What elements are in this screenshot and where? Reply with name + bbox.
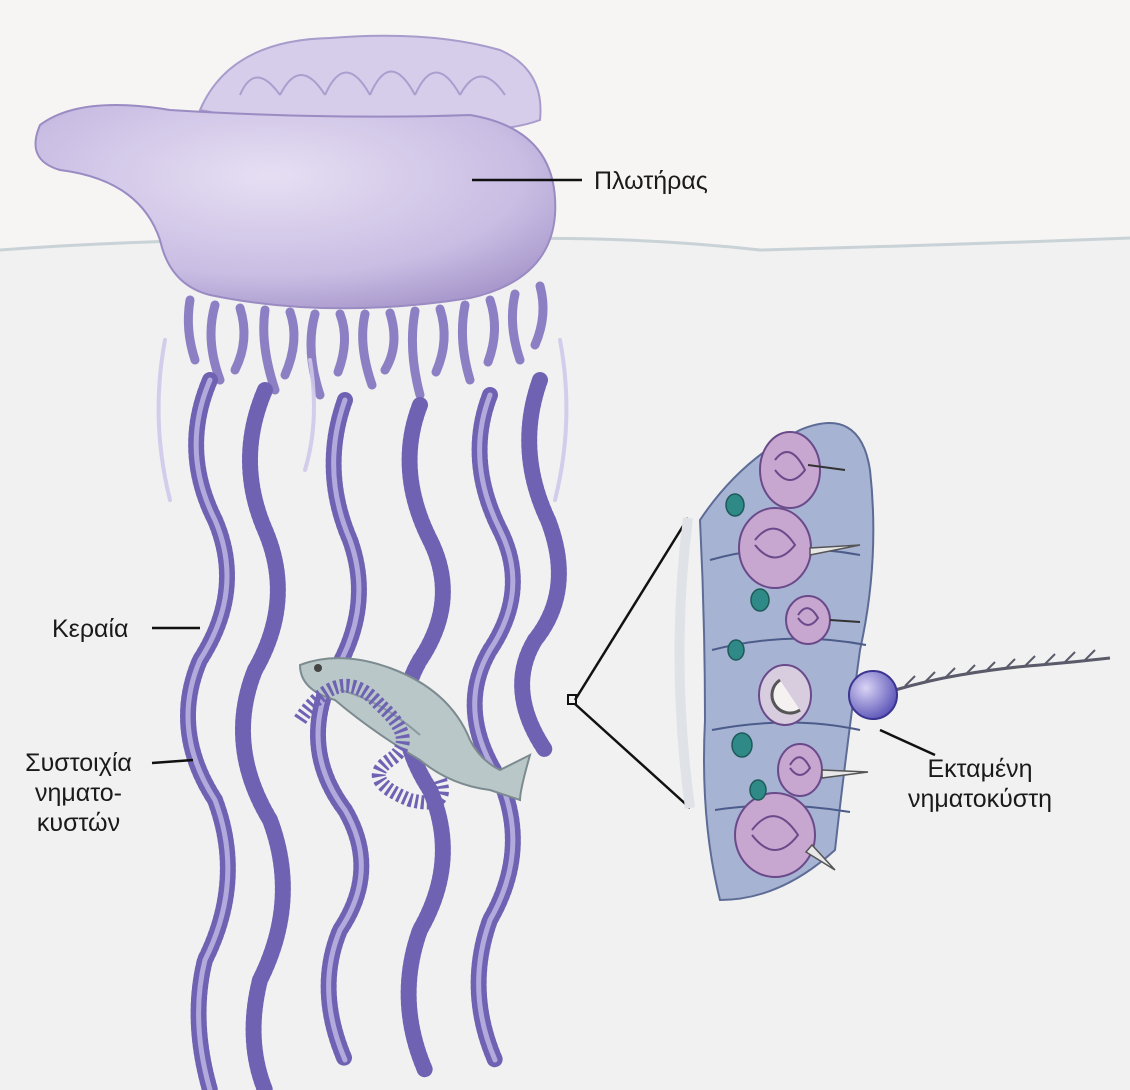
label-discharged-nematocyst-line2: νηματοκύστη: [880, 784, 1080, 814]
label-nematocyst-array-line1: Συστοιχία: [6, 748, 151, 778]
label-nematocyst-array: Συστοιχία νηματο- κυστών: [6, 748, 151, 838]
label-discharged-nematocyst: Εκταμένη νηματοκύστη: [880, 754, 1080, 814]
label-nematocyst-array-line2: νηματο-: [6, 778, 151, 808]
label-tentacle: Κεραία: [52, 614, 129, 644]
label-discharged-nematocyst-line1: Εκταμένη: [880, 754, 1080, 784]
nematocyst-discharged-capsule: [759, 665, 811, 725]
barbed-ball: [849, 671, 897, 719]
label-float: Πλωτήρας: [594, 166, 708, 196]
label-nematocyst-array-line3: κυστών: [6, 808, 151, 838]
